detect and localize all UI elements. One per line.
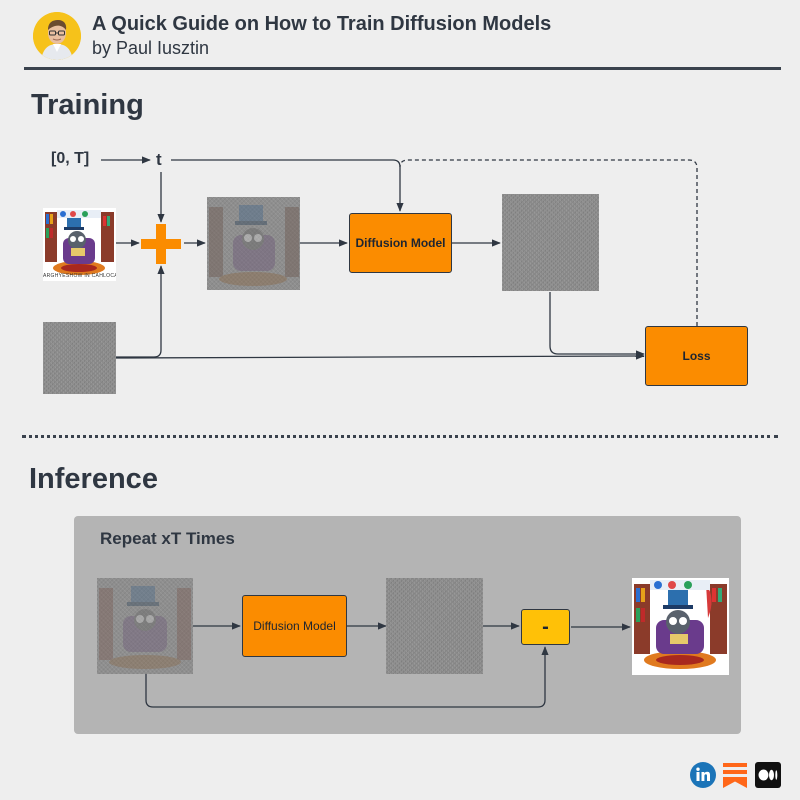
linkedin-icon[interactable]	[690, 762, 716, 788]
loss-box: Loss	[645, 326, 748, 386]
inference-output-image	[632, 578, 729, 675]
author-line: by Paul Iusztin	[92, 38, 210, 58]
inference-diffusion-model-box: Diffusion Model	[242, 595, 347, 657]
header-divider	[24, 67, 781, 70]
predicted-noise-image	[502, 194, 599, 291]
clean-image: ARGHYESHOW IN CAHLOCAY M	[43, 208, 116, 281]
medium-icon[interactable]	[755, 762, 781, 788]
author-avatar	[33, 12, 81, 60]
arrow-noise-to-loss	[115, 352, 645, 360]
sampled-noise-image	[43, 322, 116, 394]
image-caption: ARGHYESHOW IN CAHLOCAY M	[43, 273, 116, 279]
arrow-loss-feedback	[399, 159, 698, 326]
range-label: [0, T]	[51, 150, 90, 167]
arrow-noise-to-plus	[116, 265, 165, 358]
arrow-output-to-loss	[549, 292, 645, 358]
repeat-loop-label: Repeat xT Times	[100, 529, 235, 548]
training-diffusion-model-box: Diffusion Model	[349, 213, 452, 273]
training-section-title: Training	[31, 89, 144, 121]
subtract-box: -	[521, 609, 570, 645]
substack-icon[interactable]	[722, 762, 748, 788]
inference-noisy-image	[97, 578, 193, 674]
noisy-image	[207, 197, 300, 290]
timestep-label: t	[156, 150, 162, 169]
page-title: A Quick Guide on How to Train Diffusion …	[92, 13, 552, 35]
inference-predicted-noise	[386, 578, 483, 674]
plus-icon	[141, 224, 181, 264]
header: A Quick Guide on How to Train Diffusion …	[0, 0, 800, 70]
section-divider	[22, 435, 778, 438]
inference-section-title: Inference	[29, 463, 158, 495]
